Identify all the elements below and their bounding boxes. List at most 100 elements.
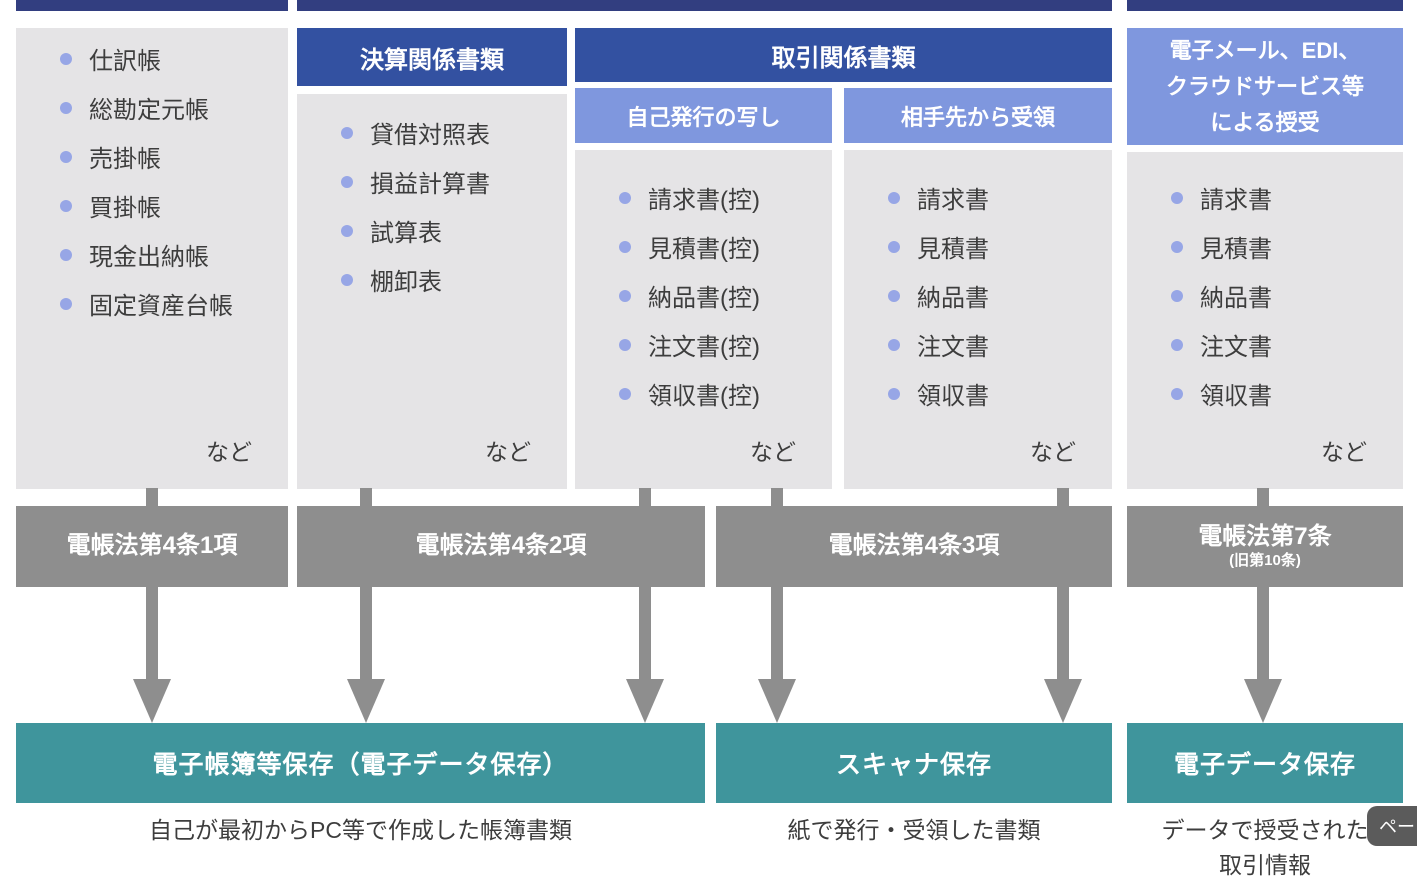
list-item-label: 貸借対照表 [370, 122, 490, 149]
bullet-icon [1171, 387, 1183, 400]
list-item-label: 見積書(控) [648, 236, 760, 263]
bullet-icon [888, 387, 900, 400]
list-item-label: 領収書(控) [648, 383, 760, 410]
connector-stub [771, 488, 783, 507]
list-item: 領収書(控) [619, 369, 822, 418]
self-issued-list-box: 請求書(控) 見積書(控) 納品書(控) 注文書(控) [575, 150, 832, 489]
bullet-icon [619, 289, 631, 302]
list-item-label: 損益計算書 [370, 171, 490, 198]
list-item: 見積書 [888, 222, 1102, 271]
electronic-list-box: 請求書 見積書 納品書 注文書 [1127, 152, 1403, 489]
down-arrow [347, 587, 385, 723]
arrow-head-icon [758, 679, 796, 723]
settlement-header: 決算関係書類 [297, 28, 567, 86]
bullet-icon [1171, 191, 1183, 204]
list-item: 見積書 [1171, 222, 1393, 271]
bullet-icon [341, 126, 353, 139]
arrow-head-icon [347, 679, 385, 723]
bullet-icon [341, 273, 353, 286]
arrow-head-icon [626, 679, 664, 723]
bullet-icon [619, 387, 631, 400]
page-top-button[interactable]: ペー [1367, 806, 1417, 846]
list-item-label: 試算表 [370, 220, 442, 247]
arrow-shaft [771, 587, 783, 680]
bullet-icon [60, 52, 72, 65]
list-item-label: 買掛帳 [89, 195, 161, 222]
list-item-label: 請求書 [917, 187, 989, 214]
list-item-label: 売掛帳 [89, 146, 161, 173]
list-item: 領収書 [1171, 369, 1393, 418]
bullet-icon [888, 338, 900, 351]
law-box-article4-3: 電帳法第4条3項 [716, 506, 1112, 587]
bullet-icon [619, 240, 631, 253]
electronic-list: 請求書 見積書 納品書 注文書 [1171, 173, 1393, 418]
arrow-shaft [1257, 587, 1269, 680]
arrow-shaft [1057, 587, 1069, 680]
storage-caption-electronic-books: 自己が最初からPC等で作成した帳簿書類 [149, 817, 572, 843]
bullet-icon [1171, 338, 1183, 351]
arrow-shaft [360, 587, 372, 680]
books-cutoff-header-bar [16, 0, 288, 11]
transaction-header: 取引関係書類 [575, 28, 1112, 82]
etc-label: など [1030, 439, 1076, 465]
bullet-icon [619, 338, 631, 351]
list-item-label: 注文書 [1200, 334, 1272, 361]
etc-label: など [485, 439, 531, 465]
list-item: 領収書 [888, 369, 1102, 418]
list-item: 損益計算書 [341, 157, 557, 206]
list-item-label: 領収書 [1200, 383, 1272, 410]
documents-cutoff-header-bar [297, 0, 1112, 11]
bullet-icon [1171, 240, 1183, 253]
books-list-box: 仕訳帳 総勘定元帳 売掛帳 買掛帳 [16, 28, 288, 489]
down-arrow [626, 587, 664, 723]
self-issued-list: 請求書(控) 見積書(控) 納品書(控) 注文書(控) [619, 173, 822, 418]
received-list: 請求書 見積書 納品書 注文書 [888, 173, 1102, 418]
electronic-header-line: 電子メール、EDI、 [1169, 37, 1361, 63]
list-item: 請求書(控) [619, 173, 822, 222]
list-item: 貸借対照表 [341, 108, 557, 157]
down-arrow [133, 587, 171, 723]
list-item: 試算表 [341, 206, 557, 255]
bullet-icon [60, 101, 72, 114]
list-item-label: 現金出納帳 [89, 244, 209, 271]
books-list: 仕訳帳 総勘定元帳 売掛帳 買掛帳 [60, 34, 278, 328]
bullet-icon [60, 297, 72, 310]
bullet-icon [619, 191, 631, 204]
storage-caption-electronic-data: データで授受された取引情報 [1161, 817, 1369, 878]
list-item-label: 請求書(控) [648, 187, 760, 214]
list-item: 請求書 [1171, 173, 1393, 222]
list-item: 買掛帳 [60, 181, 278, 230]
list-item: 現金出納帳 [60, 230, 278, 279]
list-item-label: 領収書 [917, 383, 989, 410]
list-item-label: 請求書 [1200, 187, 1272, 214]
list-item: 仕訳帳 [60, 34, 278, 83]
list-item: 納品書 [888, 271, 1102, 320]
law-box-article7: 電帳法第7条 (旧第10条) [1127, 506, 1403, 587]
connector-stub [639, 488, 651, 507]
law-box-article4-2: 電帳法第4条2項 [297, 506, 705, 587]
settlement-list: 貸借対照表 損益計算書 試算表 棚卸表 [341, 108, 557, 304]
list-item-label: 仕訳帳 [89, 48, 161, 75]
bullet-icon [888, 289, 900, 302]
arrow-shaft [639, 587, 651, 680]
storage-box-scanner: スキャナ保存 [716, 723, 1112, 803]
bullet-icon [60, 248, 72, 261]
list-item-label: 納品書(控) [648, 285, 760, 312]
list-item-label: 総勘定元帳 [89, 97, 209, 124]
list-item: 売掛帳 [60, 132, 278, 181]
list-item-label: 棚卸表 [370, 269, 442, 296]
received-list-box: 請求書 見積書 納品書 注文書 [844, 150, 1112, 489]
bullet-icon [1171, 289, 1183, 302]
bullet-icon [60, 150, 72, 163]
list-item: 棚卸表 [341, 255, 557, 304]
down-arrow [1044, 587, 1082, 723]
down-arrow [1244, 587, 1282, 723]
law-sub-label: (旧第10条) [1229, 551, 1301, 569]
storage-box-electronic-books: 電子帳簿等保存（電子データ保存） [16, 723, 705, 803]
law-box-article4-1: 電帳法第4条1項 [16, 506, 288, 587]
settlement-list-box: 貸借対照表 損益計算書 試算表 棚卸表 など [297, 94, 567, 489]
list-item: 注文書(控) [619, 320, 822, 369]
storage-box-electronic-data: 電子データ保存 [1127, 723, 1403, 803]
list-item-label: 固定資産台帳 [89, 293, 233, 320]
